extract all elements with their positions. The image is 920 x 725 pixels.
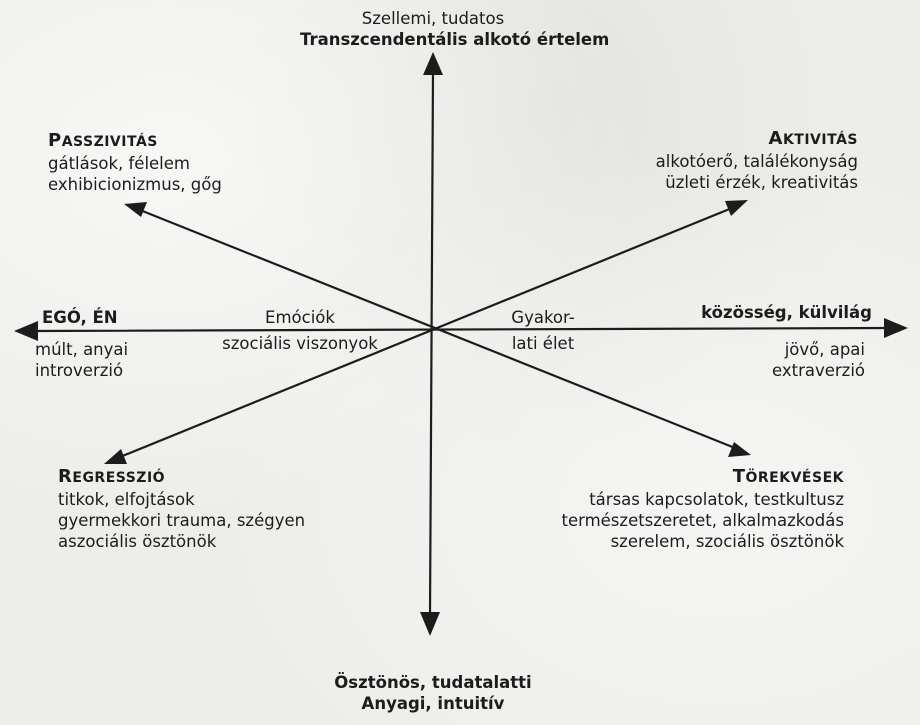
center-left-line-1: Emóciók — [265, 308, 335, 327]
left-line-2: introverzió — [35, 361, 124, 380]
regression-line-1: titkok, elfojtások — [58, 490, 195, 509]
center-left-label: Emóciók szociális viszonyok — [205, 307, 395, 354]
arrowhead-up — [423, 52, 443, 75]
activity-line-1: alkotóerő, találékonyság — [655, 152, 858, 171]
activity-title: AKTIVITÁS — [768, 128, 858, 149]
regression-title: REGRESSZIÓ — [58, 466, 166, 487]
right-pole-details: jövő, apai extraverzió — [660, 339, 865, 381]
strivings-block: TÖREKVÉSEK társas kapcsolatok, testkultu… — [540, 466, 844, 552]
left-line-1: múlt, anyai — [35, 340, 129, 359]
strivings-line-3: szerelem, szociális ösztönök — [610, 532, 844, 551]
center-left-line-2: szociális viszonyok — [222, 334, 378, 353]
bottom-pole-label: Ösztönös, tudatalatti Anyagi, intuitív — [300, 672, 566, 714]
activity-line-2: üzleti érzék, kreativitás — [665, 173, 858, 192]
horizontal-axis — [30, 326, 892, 333]
strivings-line-1: társas kapcsolatok, testkultusz — [589, 490, 844, 509]
activity-block: AKTIVITÁS alkotóerő, találékonyság üzlet… — [600, 128, 858, 193]
vertical-axis — [428, 70, 435, 617]
top-line-1: Szellemi, tudatos — [361, 9, 505, 28]
passivity-line-2: exhibicionizmus, gőg — [48, 175, 222, 194]
center-right-line-2: lati élet — [511, 334, 575, 353]
left-pole-title: EGÓ, ÉN — [42, 308, 118, 327]
passivity-block: PASSZIVITÁS gátlások, félelem exhibicion… — [48, 130, 222, 195]
center-right-label: Gyakor- lati élet — [488, 307, 598, 354]
arrowhead-right — [884, 318, 908, 338]
right-pole-title: közösség, külvilág — [701, 303, 872, 322]
passivity-line-1: gátlások, félelem — [48, 154, 190, 173]
arrowhead-left — [14, 321, 38, 341]
regression-line-2: gyermekkori trauma, szégyen — [58, 511, 306, 530]
top-line-2: Transzcendentális alkotó értelem — [300, 30, 610, 49]
bottom-line-2: Anyagi, intuitív — [361, 694, 505, 713]
top-pole-label: Szellemi, tudatos Transzcendentális alko… — [300, 8, 610, 50]
arrowhead-activity — [725, 200, 748, 216]
passivity-title: PASSZIVITÁS — [48, 130, 158, 151]
center-right-line-1: Gyakor- — [511, 308, 575, 327]
right-line-2: extraverzió — [771, 361, 865, 380]
arrowhead-strivings — [728, 442, 751, 457]
regression-line-3: aszociális ösztönök — [58, 532, 217, 551]
diagonal-regression-activity — [118, 206, 734, 459]
strivings-title: TÖREKVÉSEK — [732, 466, 844, 487]
arrowhead-down — [420, 612, 440, 636]
arrowhead-passivity — [124, 202, 147, 217]
right-line-1: jövő, apai — [784, 340, 865, 359]
regression-block: REGRESSZIÓ titkok, elfojtások gyermekkor… — [58, 466, 305, 552]
bottom-line-1: Ösztönös, tudatalatti — [334, 673, 532, 692]
left-pole-details: múlt, anyai introverzió — [35, 339, 128, 381]
arrowhead-regression — [104, 449, 127, 464]
strivings-line-2: természetszeretet, alkalmazkodás — [561, 511, 844, 530]
